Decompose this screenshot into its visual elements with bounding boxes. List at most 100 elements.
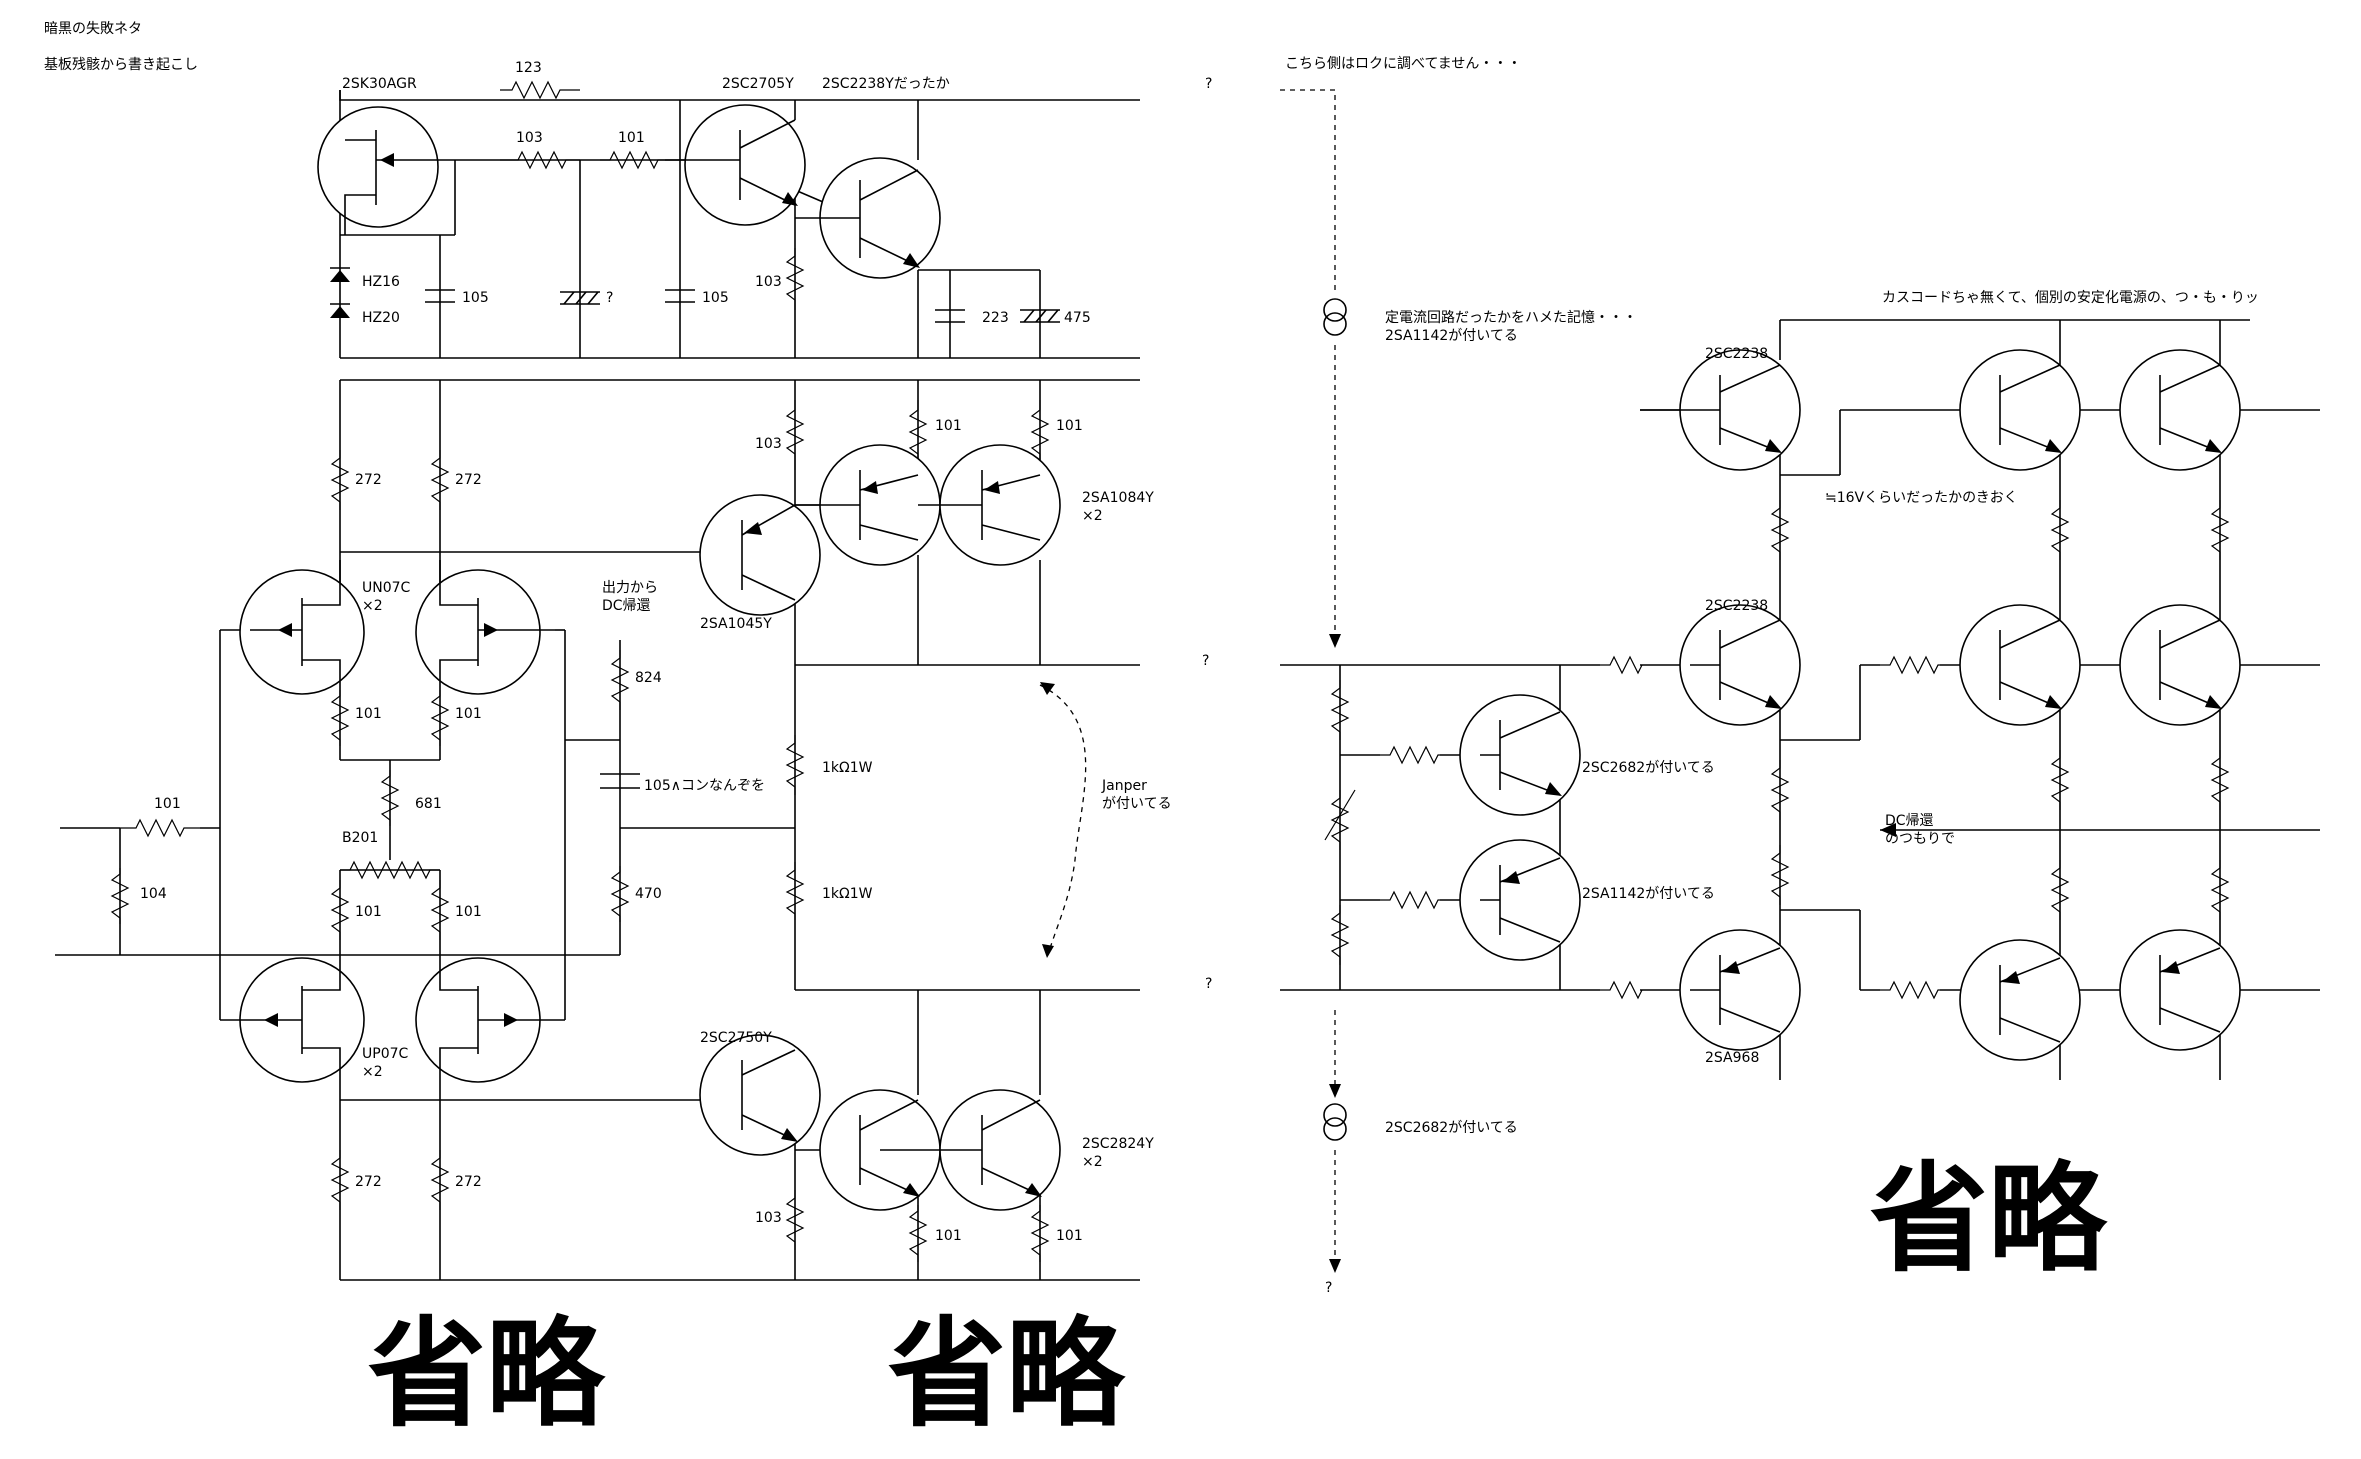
label-r101-up-b: 101 [455, 904, 482, 920]
label-hz20: HZ20 [362, 310, 400, 326]
resistor-101-up-b [430, 880, 450, 940]
label-r824: 824 [635, 670, 662, 686]
label-r101-low-a: 101 [935, 1228, 962, 1244]
resistor-101-v-b [1030, 400, 1050, 470]
resistor-101-v-a [908, 400, 928, 470]
label-un07c: UN07C [362, 580, 411, 596]
resistor-103-v3 [785, 1190, 805, 1250]
label-r123: 123 [515, 60, 542, 76]
bjt-2sc2705y [665, 100, 806, 226]
label-r681: 681 [415, 796, 442, 812]
right-resistors [1324, 500, 2230, 1000]
bjt-2sa1142 [1459, 839, 1581, 961]
resistor-824 [610, 650, 630, 710]
label-unknown-4: ? [1325, 1280, 1332, 1296]
label-c105-b: 105 [702, 290, 729, 306]
bjt-2sc2238-top [795, 157, 941, 279]
bjt-2sc2238-r1 [1640, 349, 1801, 471]
resistor-101-low-a [908, 1205, 928, 1262]
label-jumper-1: Janper [1101, 778, 1147, 794]
label-up07c: UP07C [362, 1046, 409, 1062]
left-labels: 2SK30AGR 123 103 101 2SC2705Y 2SC2238Yだっ… [140, 60, 1212, 1244]
resistor-681 [380, 770, 400, 826]
resistor-123 [500, 80, 580, 100]
label-2sa1084y-x2: ×2 [1082, 508, 1103, 524]
ccs-dashed [1280, 89, 1347, 1273]
page-title: 暗黒の失敗ネタ [44, 21, 142, 37]
bjt-2sa1045y [699, 494, 821, 616]
label-r103-h: 103 [516, 130, 543, 146]
omitted-caption-3: 省略 [1870, 1150, 2108, 1288]
label-unknown-3: ? [1205, 976, 1212, 992]
label-2sc2682-note: 2SC2682が付いてる [1582, 760, 1715, 776]
bjt-2sa968 [1679, 929, 1801, 1051]
label-2sc2824y: 2SC2824Y [1082, 1136, 1154, 1152]
omitted-caption-2: 省略 [888, 1305, 1126, 1443]
resistor-101-low-b [1030, 1205, 1050, 1262]
label-b201: B201 [342, 830, 378, 846]
label-dc-return-1: 出力から [602, 580, 658, 596]
label-r101-up-a: 101 [355, 904, 382, 920]
label-ccs-bottom-note: 2SC2682が付いてる [1385, 1120, 1518, 1136]
label-2sa1142-note: 2SA1142が付いてる [1582, 886, 1715, 902]
vr-b201 [340, 860, 440, 880]
label-unknown-2: ? [1202, 653, 1209, 669]
jumper-arrow-bottom [1042, 944, 1054, 958]
bjt-2sa1084-b [918, 444, 1061, 566]
jumper-curve [1039, 684, 1087, 956]
label-right-note: こちら側はロクに調べてません・・・ [1285, 56, 1521, 72]
label-dc-return-r2: のつもりで [1885, 831, 1955, 847]
jfet-2sk30agr [317, 106, 455, 235]
label-2sa1084y: 2SA1084Y [1082, 490, 1154, 506]
label-unknown-1: ? [1205, 76, 1212, 92]
label-2sc2238-r1: 2SC2238 [1705, 346, 1768, 362]
left-capacitors [425, 289, 1060, 789]
left-resistors [110, 80, 1050, 1262]
jumper-arrow-top [1040, 682, 1055, 695]
fet-un07c-b [415, 560, 555, 695]
resistor-272-a [330, 450, 350, 510]
label-r101-un-b: 101 [455, 706, 482, 722]
label-r470: 470 [635, 886, 662, 902]
fet-up07c-b [415, 957, 565, 1100]
label-r1k-b: 1kΩ1W [822, 886, 873, 902]
label-r103-v3: 103 [755, 1210, 782, 1226]
label-ccs-note-2: 2SA1142が付いてる [1385, 328, 1518, 344]
bjt-2sc2750y [699, 1034, 821, 1156]
label-2sc2750y: 2SC2750Y [700, 1030, 772, 1046]
dc-return-arrow [1880, 823, 1896, 837]
omitted-caption-1: 省略 [368, 1305, 606, 1443]
bjt-grid-5 [1959, 939, 2081, 1061]
label-dc-return-r1: DC帰還 [1885, 812, 1934, 829]
resistor-101-in [120, 818, 200, 838]
label-cap-note: 105∧コンなんぞを [644, 778, 765, 794]
label-voltage-note: ≒16Vくらいだったかのきおく [1825, 490, 2018, 506]
fet-un07c-a [239, 560, 365, 695]
label-un07c-x2: ×2 [362, 598, 383, 614]
bjt-2sa1084-a [795, 444, 941, 566]
label-c475: 475 [1064, 310, 1091, 326]
label-2sc2238y: 2SC2238Yだったか [822, 76, 950, 92]
resistor-272-c [330, 1150, 350, 1210]
label-up07c-x2: ×2 [362, 1064, 383, 1080]
resistor-101-up-a [330, 880, 350, 940]
label-r272-d: 272 [455, 1174, 482, 1190]
label-c223: 223 [982, 310, 1009, 326]
page-subtitle: 基板残骸から書き起こし [44, 56, 198, 73]
label-cascode-note: カスコードちゃ無くて、個別の安定化電源の、つ・も・りッ [1882, 290, 2259, 306]
resistor-101-un-a [330, 690, 350, 746]
bjt-grid-2 [2119, 349, 2241, 471]
label-r1k-a: 1kΩ1W [822, 760, 873, 776]
label-hz16: HZ16 [362, 274, 400, 290]
label-r103-v2: 103 [755, 436, 782, 452]
bjt-grid-4 [2119, 604, 2241, 726]
bjt-2sc2238-r2 [1679, 604, 1801, 726]
resistor-101-un-b [430, 690, 450, 746]
label-2sa968: 2SA968 [1705, 1050, 1759, 1066]
label-jumper-2: が付いてる [1102, 796, 1172, 812]
label-unknown-cap: ? [606, 290, 613, 306]
label-r101-un-a: 101 [355, 706, 382, 722]
fet-up07c-a [220, 957, 365, 1100]
